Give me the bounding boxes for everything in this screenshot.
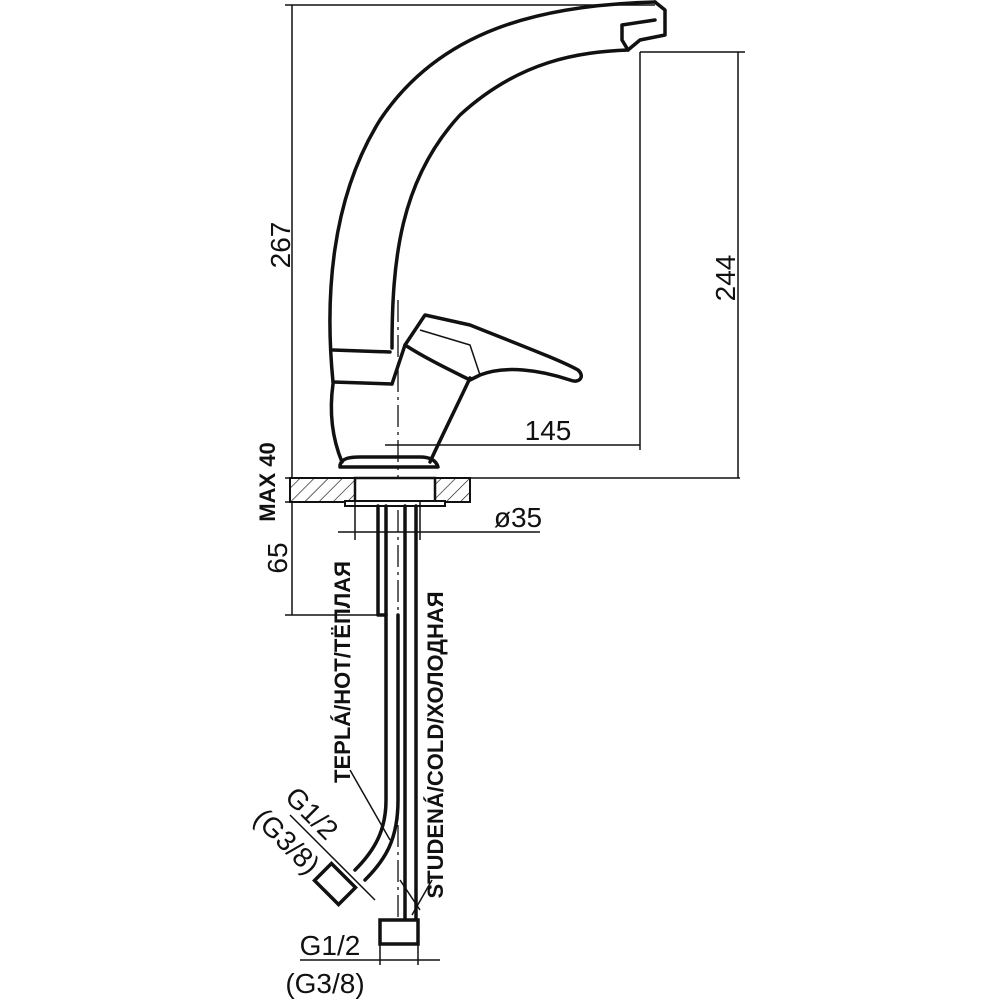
- faucet-body: [329, 343, 472, 469]
- spout: [328, 0, 667, 386]
- dim-spout-height: 244: [710, 255, 741, 302]
- cold-nut: [378, 918, 420, 946]
- dimension-lines: [285, 4, 745, 965]
- supply-hoses: [312, 504, 420, 946]
- dim-hole-diameter: ø35: [494, 502, 542, 533]
- dim-total-height: 267: [265, 222, 296, 269]
- label-hot: TEPLÁ/HOT/ТЁПЛАЯ: [330, 561, 355, 783]
- label-cold-thread: G1/2: [300, 930, 361, 961]
- hot-nut: [312, 861, 358, 907]
- dim-spout-reach: 145: [525, 415, 572, 446]
- label-cold-thread-alt: (G3/8): [285, 968, 364, 999]
- dim-shank-length: 65: [262, 542, 293, 573]
- dim-max-thickness: MAX 40: [255, 442, 280, 521]
- label-cold: STUDENÁ/COLD/ХОЛОДНАЯ: [423, 591, 448, 898]
- lever-handle: [403, 313, 583, 383]
